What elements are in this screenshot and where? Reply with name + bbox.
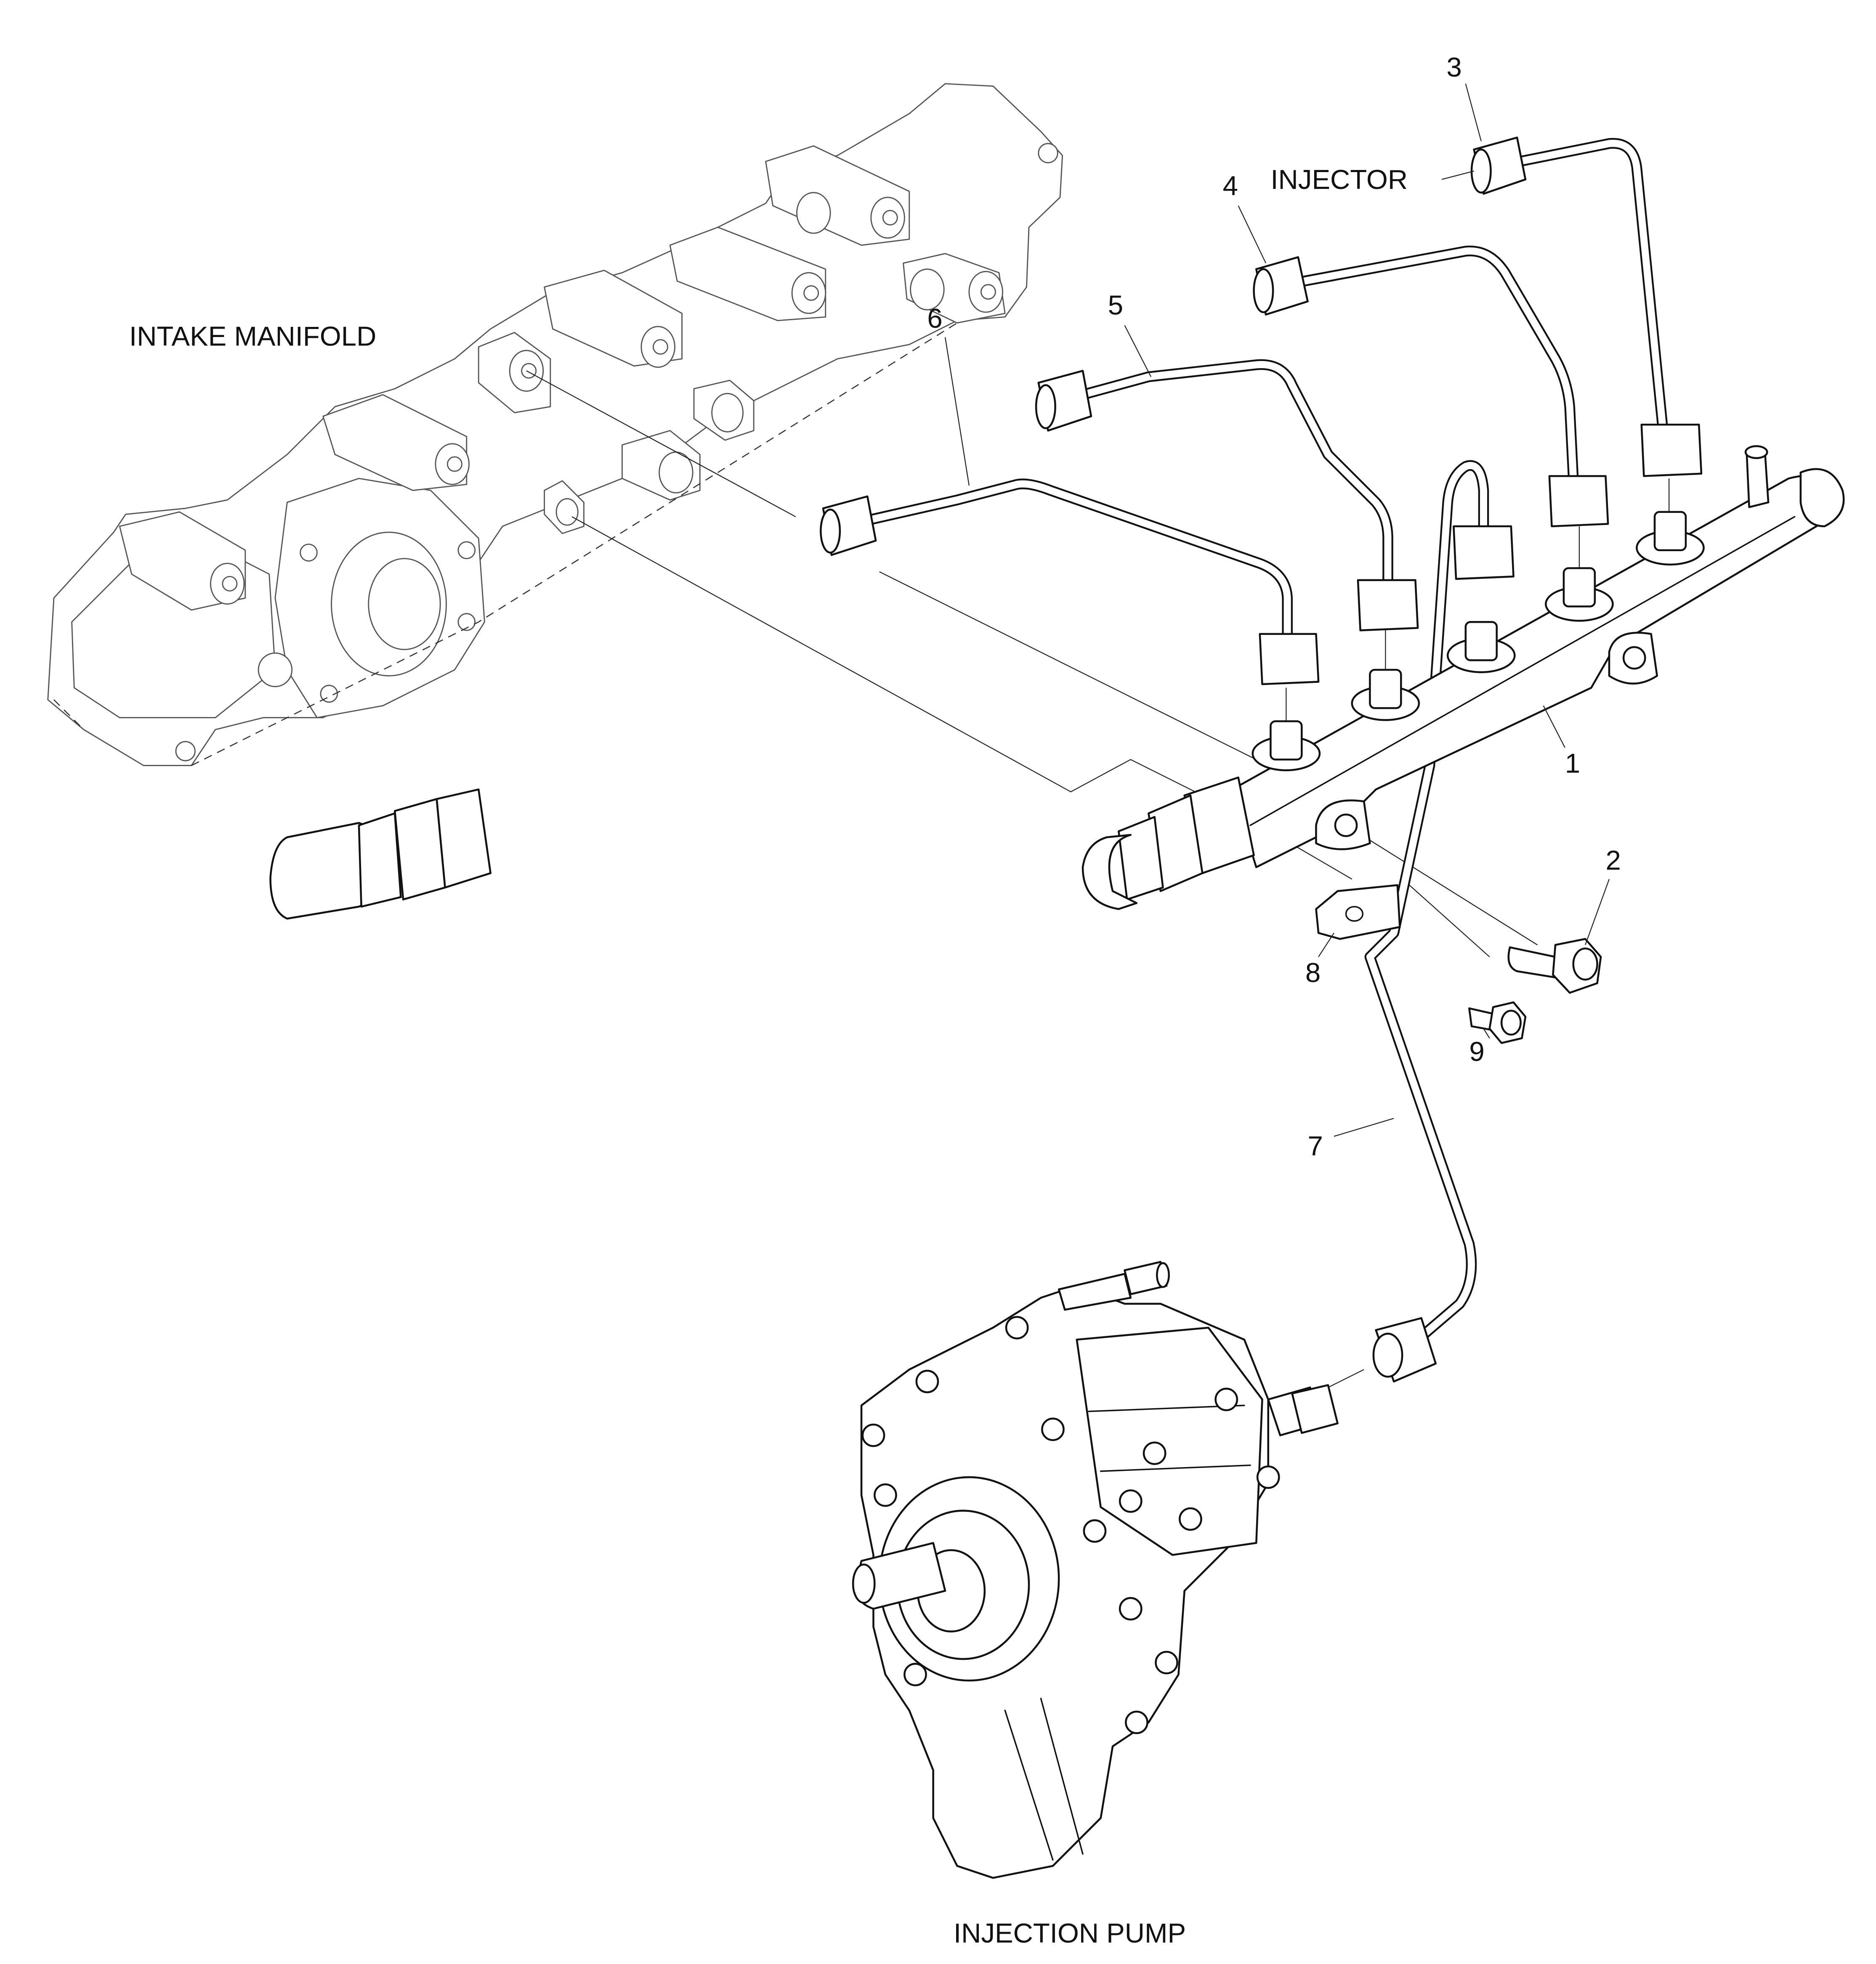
flange-hole — [300, 544, 318, 562]
line-clamp-bracket — [1315, 884, 1401, 940]
manifold-port-inner — [368, 558, 441, 650]
rail-end-fitting — [1799, 468, 1845, 528]
nut-rail-7 — [1453, 525, 1515, 580]
nut-rail-4 — [1548, 475, 1609, 528]
label-injection-pump: INJECTION PUMP — [954, 1918, 1186, 1948]
callout-6: 6 — [927, 303, 942, 334]
rail-ports — [1252, 511, 1705, 772]
manifold-hidden-edge — [53, 699, 84, 730]
pump-fasteners — [861, 1316, 1280, 1734]
leader-lines — [944, 83, 1610, 1137]
nut-rail-3 — [1640, 423, 1703, 477]
injector-line-6 — [862, 478, 1293, 645]
label-injector: INJECTOR — [1270, 164, 1408, 195]
callout-5: 5 — [1108, 290, 1123, 321]
callout-7: 7 — [1308, 1131, 1323, 1161]
label-intake-manifold: INTAKE MANIFOLD — [129, 321, 376, 352]
nut-line-3 — [1470, 136, 1527, 195]
pump-supply-line — [1364, 460, 1489, 1345]
callout-9: 9 — [1469, 1036, 1484, 1067]
nut-pump — [1372, 1317, 1437, 1383]
injector-line-3 — [1514, 138, 1669, 436]
nut-rail-5 — [1357, 579, 1419, 632]
nut-rail-6 — [1259, 633, 1320, 685]
sensor-connector — [269, 788, 492, 920]
labels: INTAKE MANIFOLD INJECTOR INJECTION PUMP … — [129, 52, 1621, 1948]
manifold-bosses — [119, 143, 1058, 762]
injector-line-5 — [1077, 359, 1393, 592]
fuel-rail — [1231, 445, 1845, 868]
nut-line-4 — [1253, 256, 1309, 316]
injection-pump — [852, 1261, 1339, 1879]
rail-pressure-sensor — [1081, 776, 1255, 910]
line-nuts — [820, 136, 1703, 1383]
pump-inlet-fitting — [1058, 1273, 1132, 1311]
nut-line-5 — [1035, 370, 1092, 432]
intake-manifold — [47, 83, 1063, 766]
callout-3: 3 — [1446, 52, 1461, 82]
bracket-bolt — [1468, 1001, 1527, 1044]
manifold-hidden-edge — [191, 322, 958, 766]
callout-8: 8 — [1305, 957, 1321, 988]
flange-hole — [457, 613, 476, 631]
rail-bolt — [1507, 938, 1602, 994]
callout-4: 4 — [1223, 170, 1238, 201]
flange-hole — [320, 685, 338, 703]
nut-line-6 — [820, 495, 877, 556]
callout-2: 2 — [1605, 845, 1621, 876]
flange-hole — [457, 541, 476, 560]
injector-line-4 — [1299, 245, 1579, 484]
callout-1: 1 — [1565, 748, 1580, 778]
